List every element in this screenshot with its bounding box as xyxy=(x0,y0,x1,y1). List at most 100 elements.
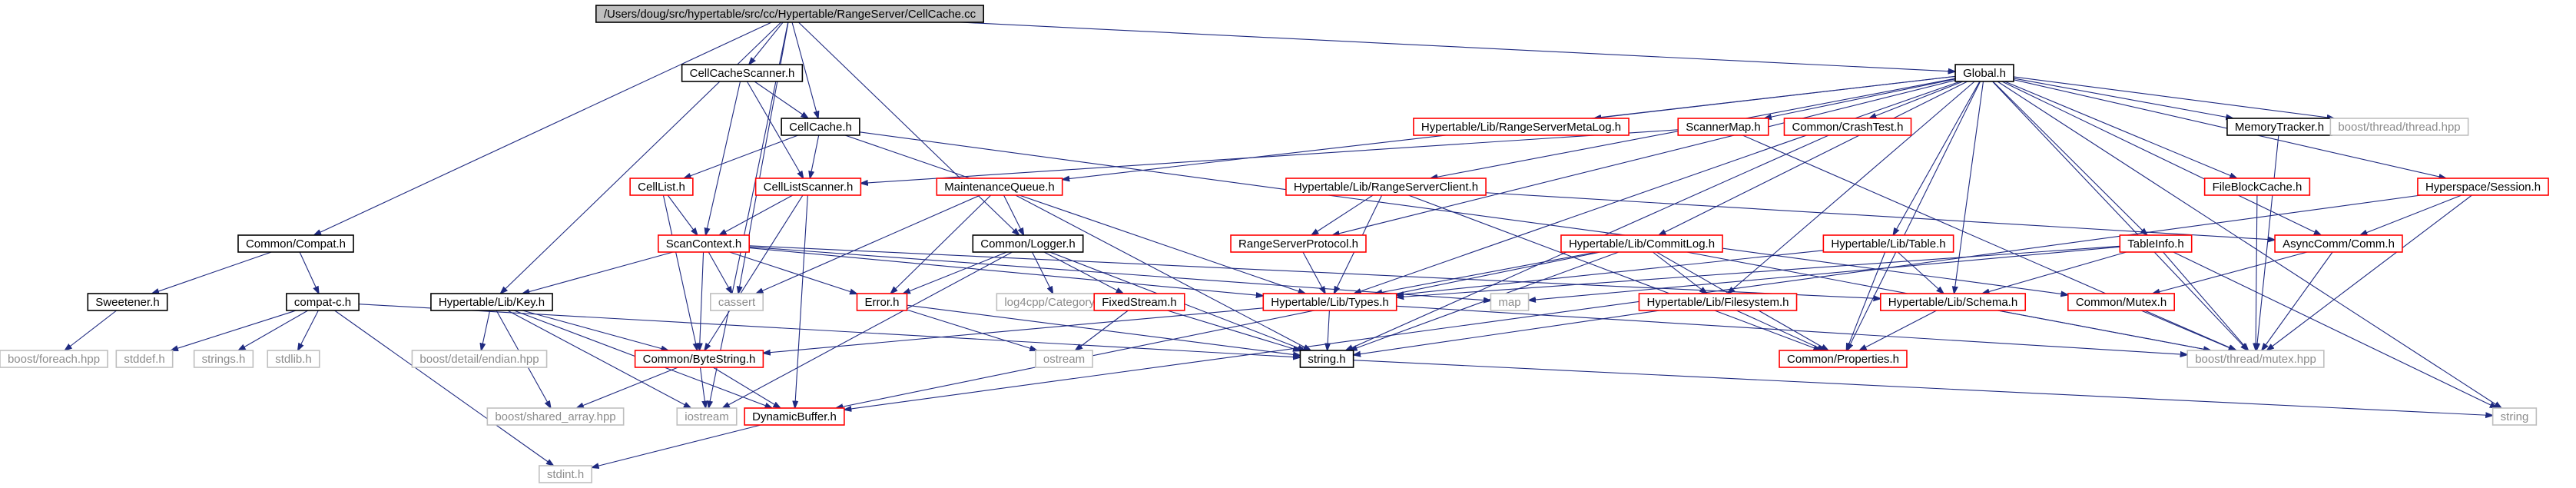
node-label: Hypertable/Lib/Types.h xyxy=(1271,296,1388,309)
node-box xyxy=(430,293,553,311)
node-sweetener[interactable]: Sweetener.h xyxy=(87,293,168,311)
node-error[interactable]: Error.h xyxy=(856,293,908,311)
node-libtypes[interactable]: Hypertable/Lib/Types.h xyxy=(1262,293,1397,311)
node-label: boost/foreach.hpp xyxy=(8,353,100,366)
node-commoncompat[interactable]: Common/Compat.h xyxy=(237,234,354,253)
node-label: Hypertable/Lib/Table.h xyxy=(1831,237,1945,251)
edge-hsession-to-boostmutex xyxy=(2267,194,2472,350)
edge-global-to-memorytracker xyxy=(2013,78,2233,118)
node-box xyxy=(1783,118,1912,136)
edge-commoncompat-to-sweetener xyxy=(152,251,272,294)
node-commonmutex[interactable]: Common/Mutex.h xyxy=(2067,293,2175,311)
node-scannermap[interactable]: ScannerMap.h xyxy=(1677,118,1769,136)
node-libfilesystem[interactable]: Hypertable/Lib/Filesystem.h xyxy=(1638,293,1798,311)
edge-memorytracker-to-boostmutex xyxy=(2256,134,2279,350)
edge-cellcache-to-libtypes xyxy=(844,134,1305,294)
edge-libtable-to-libschema xyxy=(1897,251,1944,294)
node-rsmetalog[interactable]: Hypertable/Lib/RangeServerMetaLog.h xyxy=(1413,118,1629,136)
edge-fixedstream-to-stringh xyxy=(1167,310,1300,351)
edge-cellcache-to-celllist xyxy=(684,134,799,178)
node-label: cassert xyxy=(718,296,756,309)
node-stringsh: strings.h xyxy=(193,350,254,368)
node-commonlogger[interactable]: Common/Logger.h xyxy=(972,234,1084,253)
node-label: Hypertable/Lib/RangeServerMetaLog.h xyxy=(1421,121,1621,134)
node-libschema[interactable]: Hypertable/Lib/Schema.h xyxy=(1879,293,2027,311)
node-label: compat-c.h xyxy=(294,296,351,309)
node-cellcache[interactable]: CellCache.h xyxy=(781,118,860,136)
edge-cellcache-to-commonmutex xyxy=(859,131,2068,295)
node-box xyxy=(856,293,908,311)
edge-compatc-to-stringh xyxy=(359,304,1300,357)
node-box xyxy=(1560,234,1723,253)
node-commitlog[interactable]: Hypertable/Lib/CommitLog.h xyxy=(1560,234,1723,253)
edge-hsession-to-dynamicbuffer xyxy=(844,194,2422,410)
node-box xyxy=(1230,234,1367,253)
edge-tableinfo-to-boostmutex xyxy=(2163,251,2249,350)
node-label: Common/ByteString.h xyxy=(643,353,756,366)
edge-rsclient-to-rsprotocol xyxy=(1311,194,1374,235)
node-box xyxy=(1413,118,1629,136)
edge-global-to-rsprotocol xyxy=(1332,79,1956,235)
node-root[interactable]: /Users/doug/src/hypertable/src/cc/Hypert… xyxy=(595,5,984,23)
node-cellcachescanner[interactable]: CellCacheScanner.h xyxy=(681,64,804,82)
edge-rsclient-to-asynccomm xyxy=(1486,192,2275,240)
node-box xyxy=(2203,178,2311,196)
node-global[interactable]: Global.h xyxy=(1954,64,2014,82)
node-label: Common/Mutex.h xyxy=(2076,296,2167,309)
node-hsession[interactable]: Hyperspace/Session.h xyxy=(2417,178,2549,196)
edge-commitlog-to-libtypes xyxy=(1375,251,1597,294)
node-crashtest[interactable]: Common/CrashTest.h xyxy=(1783,118,1912,136)
edge-global-to-boostthread xyxy=(2013,76,2334,118)
node-label: Common/CrashTest.h xyxy=(1792,121,1903,134)
edge-tableinfo-to-libschema xyxy=(1982,251,2127,294)
node-stringh[interactable]: string.h xyxy=(1299,350,1354,368)
node-label: string xyxy=(2501,410,2529,423)
node-box xyxy=(1093,293,1185,311)
edge-global-to-fileblockcache xyxy=(2004,81,2236,178)
node-box xyxy=(1299,350,1354,368)
edge-hsession-to-asynccomm xyxy=(2360,194,2462,235)
node-box xyxy=(1677,118,1769,136)
node-label: Common/Logger.h xyxy=(980,237,1075,251)
edge-scancontext-to-bytestring xyxy=(699,251,705,350)
edge-scancontext-to-error xyxy=(729,251,857,294)
node-tableinfo[interactable]: TableInfo.h xyxy=(2119,234,2193,253)
node-box xyxy=(781,118,860,136)
node-scancontext[interactable]: ScanContext.h xyxy=(657,234,751,253)
node-label: ScanContext.h xyxy=(666,237,741,251)
node-libtable[interactable]: Hypertable/Lib/Table.h xyxy=(1822,234,1954,253)
node-label: log4cpp/Category.hh xyxy=(1004,296,1109,309)
edge-global-to-libtypes xyxy=(1354,81,1961,294)
node-label: strings.h xyxy=(202,353,246,366)
node-properties[interactable]: Common/Properties.h xyxy=(1779,350,1908,368)
node-box xyxy=(1954,64,2014,82)
edge-libtable-to-libtypes xyxy=(1397,250,1824,295)
node-dynamicbuffer[interactable]: DynamicBuffer.h xyxy=(744,407,845,426)
edge-root-to-iostream xyxy=(708,22,789,408)
node-iostream: iostream xyxy=(676,407,738,426)
edges-layer xyxy=(65,22,2501,467)
node-box xyxy=(87,293,168,311)
node-maintqueue[interactable]: MaintenanceQueue.h xyxy=(936,178,1063,196)
edge-libfilesystem-to-properties xyxy=(1736,310,1825,350)
node-fixedstream[interactable]: FixedStream.h xyxy=(1093,293,1185,311)
node-box xyxy=(657,234,751,253)
node-label: AsyncComm/Comm.h xyxy=(2283,237,2395,251)
node-label: stdint.h xyxy=(547,468,584,481)
node-compatc[interactable]: compat-c.h xyxy=(286,293,360,311)
node-boostendian: boost/detail/endian.hpp xyxy=(411,350,548,368)
edge-libkey-to-boostendian xyxy=(481,310,491,350)
edge-bytestring-to-sharedarray xyxy=(576,367,678,408)
node-libkey[interactable]: Hypertable/Lib/Key.h xyxy=(430,293,553,311)
node-rsprotocol[interactable]: RangeServerProtocol.h xyxy=(1230,234,1367,253)
node-memorytracker[interactable]: MemoryTracker.h xyxy=(2226,118,2332,136)
node-rsclient[interactable]: Hypertable/Lib/RangeServerClient.h xyxy=(1285,178,1487,196)
node-celllist[interactable]: CellList.h xyxy=(629,178,694,196)
node-label: RangeServerProtocol.h xyxy=(1238,237,1358,251)
node-fileblockcache[interactable]: FileBlockCache.h xyxy=(2203,178,2311,196)
node-asynccomm[interactable]: AsyncComm/Comm.h xyxy=(2274,234,2403,253)
node-celllistscanner[interactable]: CellListScanner.h xyxy=(754,178,862,196)
node-label: boost/shared_array.hpp xyxy=(495,410,615,423)
edge-sweetener-to-boostforeach xyxy=(65,310,118,350)
node-bytestring[interactable]: Common/ByteString.h xyxy=(634,350,764,368)
